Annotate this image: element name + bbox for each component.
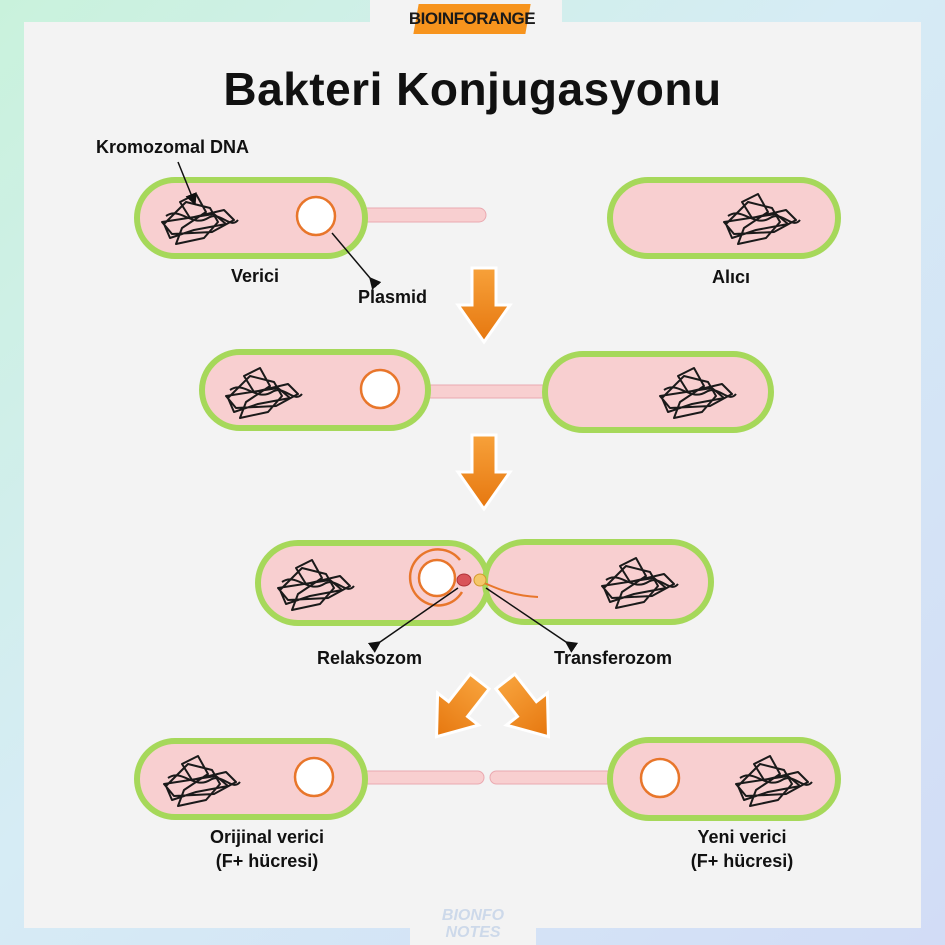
watermark-line1: BIONFO xyxy=(441,907,505,924)
down-right-arrow-icon xyxy=(493,671,551,739)
relaxosome-label: Relaksozom xyxy=(317,648,423,668)
row2-recipient xyxy=(542,351,774,433)
recipient-cell xyxy=(607,177,841,259)
chromosomal-dna-label: Kromozomal DNA xyxy=(96,137,250,157)
new-donor-line1: Yeni verici xyxy=(697,827,787,847)
watermark-tab xyxy=(410,905,536,945)
pilus xyxy=(349,207,487,223)
row2-donor xyxy=(199,349,431,431)
plasmid-icon xyxy=(293,756,335,798)
chromosomal-dna-pointer xyxy=(177,161,197,206)
transferosome-pointer xyxy=(485,587,579,653)
watermark-line2: NOTES xyxy=(445,924,501,941)
row2-pilus xyxy=(414,384,551,399)
row1-recipient xyxy=(607,177,841,259)
new-donor-line2: (F+ hücresi) xyxy=(690,851,794,871)
row3-donor xyxy=(255,540,491,626)
transferosome-label: Transferozom xyxy=(554,648,673,668)
row4-original-donor xyxy=(134,738,485,820)
pilus xyxy=(349,770,485,785)
pilus xyxy=(489,770,625,785)
down-arrow-icon xyxy=(455,433,513,512)
plasmid-icon xyxy=(359,368,401,410)
plasmid-pointer xyxy=(331,232,382,290)
plasmid-label: Plasmid xyxy=(358,287,428,307)
relaxosome-pointer xyxy=(367,587,459,653)
down-left-arrow-icon xyxy=(434,671,492,739)
transferred-strand xyxy=(481,581,539,598)
donor-label: Verici xyxy=(231,266,280,286)
watermark: BIONFO NOTES xyxy=(410,904,536,944)
recipient-cell xyxy=(542,351,774,433)
plasmid-icon xyxy=(408,548,464,607)
logo-text: BIOINFORANGE xyxy=(408,9,536,28)
plasmid-icon xyxy=(639,757,681,799)
row3-recipient xyxy=(481,539,714,625)
original-donor-line2: (F+ hücresi) xyxy=(215,851,319,871)
row4-new-donor xyxy=(489,737,841,821)
relaxosome-icon xyxy=(456,573,472,587)
original-donor-line1: Orijinal verici xyxy=(209,827,325,847)
transferosome-icon xyxy=(473,573,487,587)
plasmid-icon xyxy=(295,195,337,237)
original-donor-label: Orijinal verici (F+ hücresi) xyxy=(187,825,347,873)
recipient-label: Alıcı xyxy=(712,267,751,287)
page-title: Bakteri Konjugasyonu xyxy=(223,63,722,115)
new-donor-label: Yeni verici (F+ hücresi) xyxy=(662,825,822,873)
down-arrow-icon xyxy=(455,266,513,345)
